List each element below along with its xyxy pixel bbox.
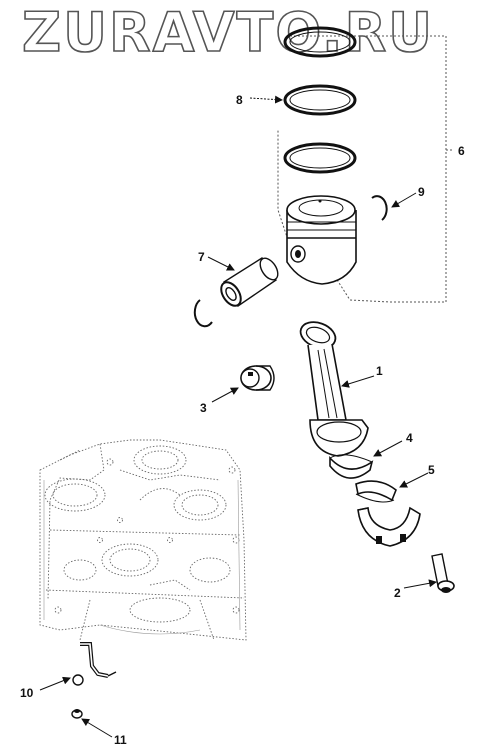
watermark-text: ZURAVTO.RU	[21, 1, 435, 65]
callout-7: 7	[198, 250, 205, 264]
callout-1: 1	[376, 364, 383, 378]
piston-cooling-nozzle	[72, 642, 117, 686]
snap-rings	[193, 195, 388, 328]
connecting-rod-bolt	[431, 553, 455, 593]
callout-labels: 1 2 3 4 5 6 7 8 9 10 11	[20, 93, 465, 747]
callout-8: 8	[236, 93, 243, 107]
connecting-rod-cap	[357, 506, 421, 547]
callout-4: 4	[406, 431, 413, 445]
engine-block	[39, 439, 247, 641]
nozzle-bolt	[71, 709, 83, 719]
bearing-shell-upper	[329, 454, 374, 479]
small-end-bushing	[240, 365, 275, 391]
bearing-shell-lower	[355, 480, 397, 503]
engine-block-accents	[43, 479, 241, 635]
callout-3: 3	[200, 401, 207, 415]
callout-11: 11	[114, 733, 127, 747]
callout-9: 9	[418, 185, 425, 199]
piston-rings	[283, 26, 357, 174]
piston-kit-outline	[277, 35, 454, 303]
callout-5: 5	[428, 463, 435, 477]
callout-10: 10	[20, 686, 34, 700]
piston-pin	[220, 257, 279, 308]
callout-6: 6	[458, 144, 465, 158]
callout-2: 2	[394, 586, 401, 600]
leader-lines	[39, 95, 437, 738]
piston	[286, 195, 357, 285]
connecting-rod	[299, 321, 369, 457]
